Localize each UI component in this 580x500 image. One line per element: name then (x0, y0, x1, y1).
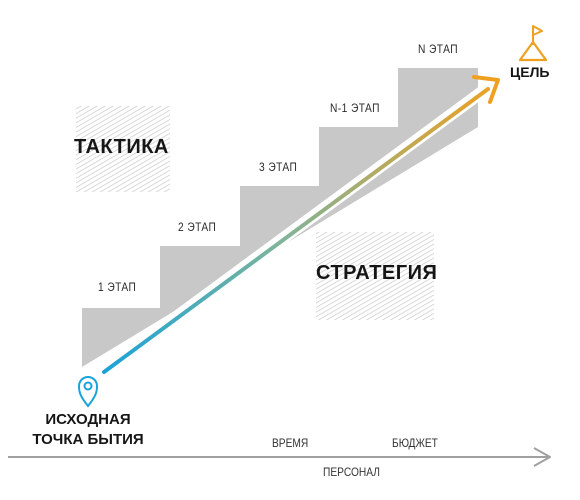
tactics-hatch-area (76, 106, 170, 192)
location-pin-icon (77, 376, 99, 408)
step-label-n: N ЭТАП (418, 42, 459, 56)
axis-arrow-icon (533, 447, 551, 467)
tactics-label: ТАКТИКА (74, 136, 169, 158)
arrow-head-icon (472, 75, 500, 104)
goal-label: ЦЕЛЬ (510, 64, 550, 80)
axis-personnel-label: ПЕРСОНАЛ (323, 465, 380, 479)
flag-triangle-icon (518, 25, 548, 62)
strategy-label: СТРАТЕГИЯ (316, 262, 438, 284)
origin-label-line2: ТОЧКА БЫТИЯ (32, 431, 144, 448)
origin-label-line1: ИСХОДНАЯ (45, 411, 131, 428)
progress-arrow (102, 87, 490, 374)
staircase (82, 68, 478, 367)
step-label-1: 1 ЭТАП (98, 280, 137, 294)
step-label-2: 2 ЭТАП (178, 220, 217, 234)
step-label-3: 3 ЭТАП (259, 160, 298, 174)
strategy-hatch-area (316, 232, 434, 320)
axis-time-label: ВРЕМЯ (272, 436, 309, 450)
origin-label: ИСХОДНАЯ ТОЧКА БЫТИЯ (18, 410, 158, 450)
step-label-n-1: N-1 ЭТАП (330, 101, 380, 115)
axis-budget-label: БЮДЖЕТ (392, 436, 438, 450)
